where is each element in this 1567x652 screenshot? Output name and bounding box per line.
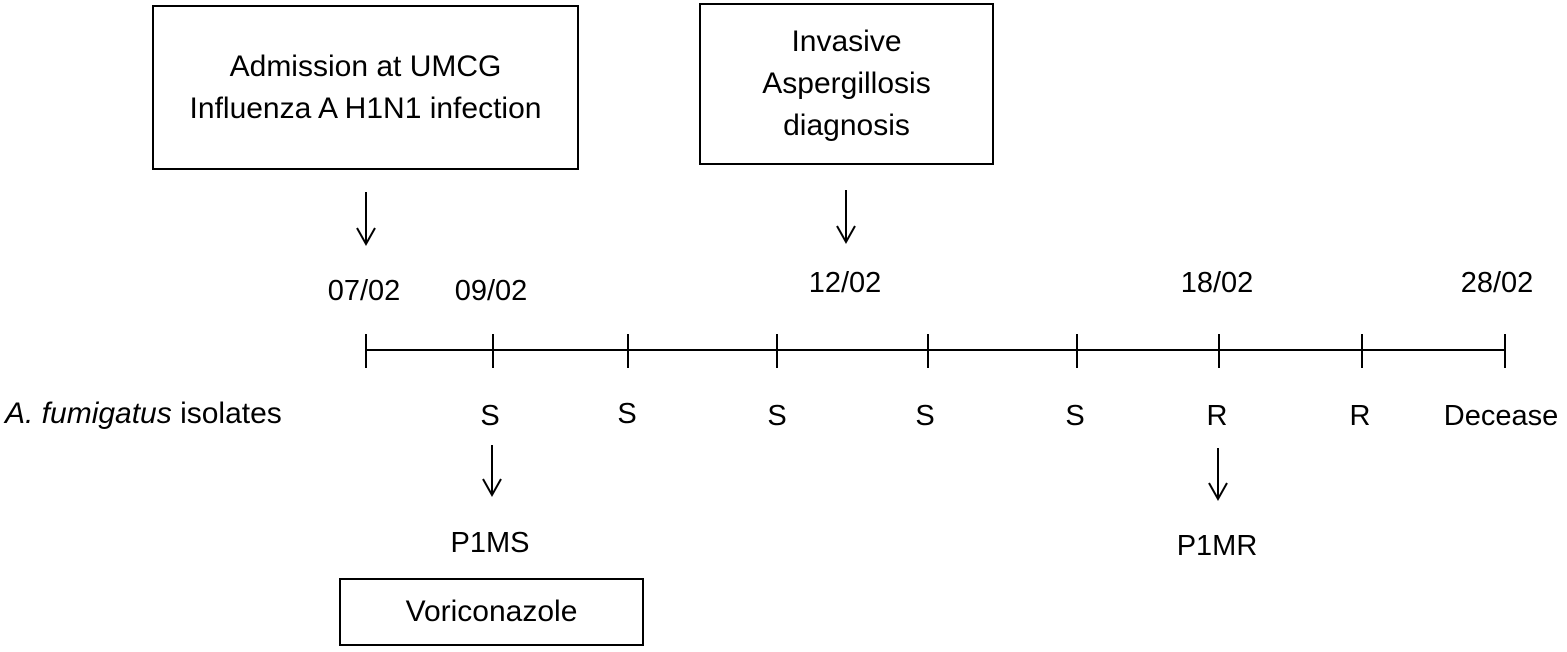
isolate-marker: R [1206,400,1228,432]
timeline-ticks [365,334,1506,368]
admission-event-box: Admission at UMCG Influenza A H1N1 infec… [152,5,579,170]
strain-label-p1ms: P1MS [450,527,530,559]
decease-marker: Decease [1443,400,1559,432]
strain-label-p1mr: P1MR [1176,530,1258,562]
susceptible-strain-arrow [482,445,502,498]
date-label-1202: 12/02 [808,267,882,299]
isolate-marker: S [767,400,787,432]
admission-line1: Admission at UMCG [229,49,502,83]
isolate-marker: S [1065,400,1085,432]
aspergillosis-arrow [836,190,856,245]
date-label-0702: 07/02 [327,275,401,307]
aspergillosis-line3: diagnosis [783,109,910,142]
species-name: A. fumigatus [5,397,172,430]
resistant-strain-arrow [1208,448,1228,502]
aspergillosis-line1: Invasive [791,25,902,58]
admission-arrow [356,192,376,247]
isolate-marker: S [915,400,935,432]
isolates-word: isolates [171,397,282,430]
date-label-1802: 18/02 [1180,267,1254,299]
voriconazole-label: Voriconazole [405,595,578,628]
date-label-2802: 28/02 [1460,267,1534,299]
voriconazole-treatment-box: Voriconazole [339,578,644,646]
isolate-marker: S [480,400,500,432]
admission-line2: Influenza A H1N1 infection [189,91,542,125]
isolate-marker: S [617,398,637,430]
date-label-0902: 09/02 [454,275,528,307]
aspergillosis-line2: Aspergillosis [762,67,931,100]
aspergillosis-diagnosis-box: Invasive Aspergillosis diagnosis [699,3,994,165]
isolates-row-label: A. fumigatus isolates [5,396,282,432]
isolate-marker: R [1349,400,1371,432]
